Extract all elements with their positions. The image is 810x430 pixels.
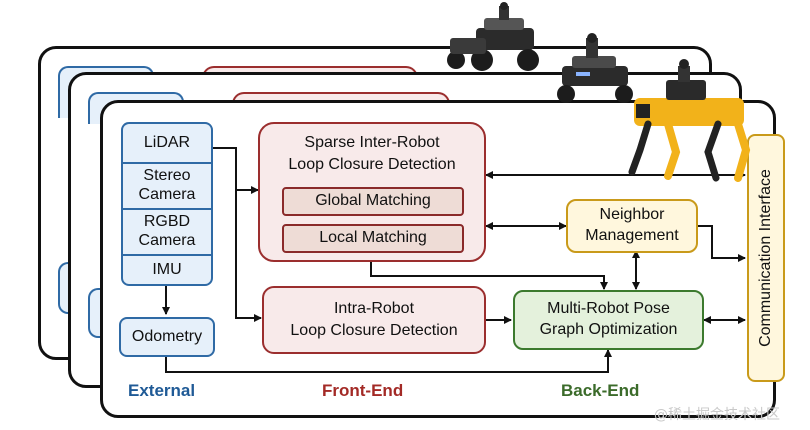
sensor-stereo-camera: Stereo Camera <box>138 166 196 203</box>
label-external: External <box>128 381 196 400</box>
sensor-divider <box>123 208 211 210</box>
label-back-end: Back-End <box>561 381 640 400</box>
odometry-box: Odometry <box>119 317 215 357</box>
watermark-text: @稀土掘金技术社区 <box>654 407 780 423</box>
wheeled-robot-icon <box>557 33 633 103</box>
sensor-divider <box>123 254 211 256</box>
sparse-detection-title: Sparse Inter-Robot Loop Closure Detectio… <box>288 134 456 173</box>
sensor-rgbd-camera: RGBD Camera <box>138 212 196 249</box>
wheeled-robot-icon <box>447 2 539 71</box>
sensor-divider <box>123 162 211 164</box>
communication-interface-box: Communication Interface <box>747 134 785 382</box>
sensor-stack: LiDAR Stereo Camera RGBD Camera IMU <box>121 122 213 286</box>
local-matching-box: Local Matching <box>282 224 464 253</box>
sensor-lidar: LiDAR <box>143 134 191 152</box>
quadruped-robot-icon <box>628 59 751 182</box>
label-front-end: Front-End <box>322 381 404 400</box>
pose-graph-optimization-box: Multi-Robot Pose Graph Optimization <box>513 290 704 350</box>
sensor-imu: IMU <box>152 261 182 279</box>
neighbor-management-box: Neighbor Management <box>566 199 698 253</box>
intra-robot-detection: Intra-Robot Loop Closure Detection <box>262 286 486 354</box>
global-matching-box: Global Matching <box>282 187 464 216</box>
